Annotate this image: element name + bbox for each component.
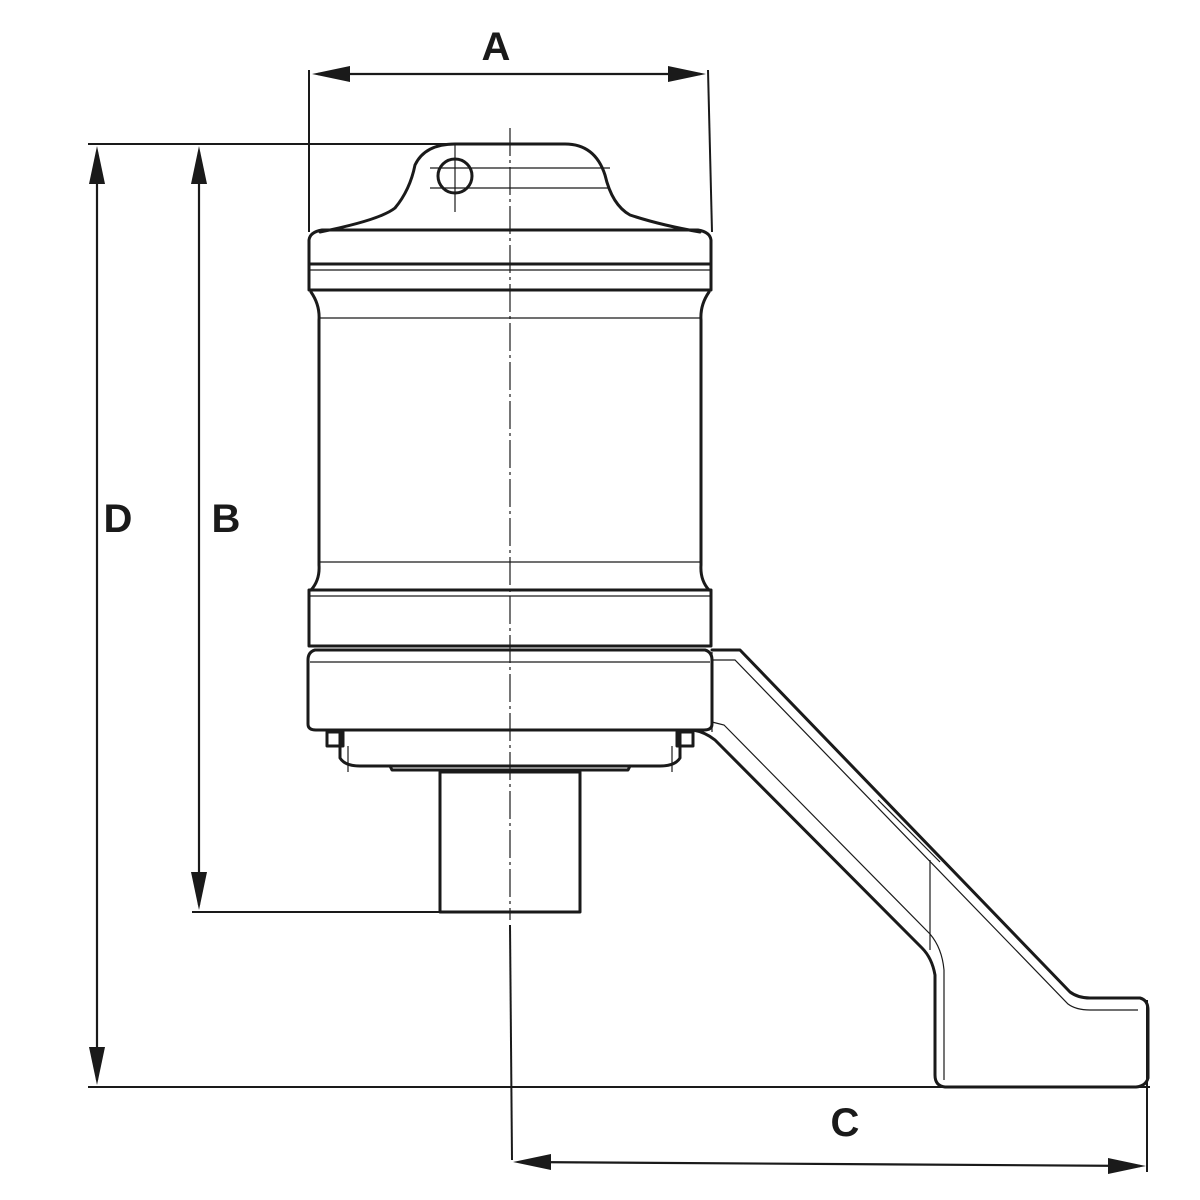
flange-bolt-right <box>675 730 695 748</box>
top-cap <box>307 228 713 292</box>
dimension-a-label: A <box>482 25 511 69</box>
dimension-b-arrow-bottom <box>191 872 207 910</box>
dimension-c-label: C <box>831 1101 860 1145</box>
dimension-b: B <box>191 146 440 913</box>
dimension-a-extension-right <box>707 69 713 233</box>
lower-ring <box>307 588 713 648</box>
flange-bolt-left <box>325 730 345 748</box>
bottom-flange <box>325 730 695 772</box>
dimension-a: A <box>308 25 713 233</box>
reaction-arm <box>691 648 1150 1089</box>
main-cylinder <box>309 290 711 592</box>
dimension-b-label: B <box>212 497 241 541</box>
dimension-d-arrow-bottom <box>89 1047 105 1085</box>
dimension-d-arrow-top <box>89 146 105 184</box>
dimension-c-extension-left <box>509 924 513 1161</box>
dimension-b-arrow-top <box>191 146 207 184</box>
lifting-eye <box>318 142 702 234</box>
dimension-c-line <box>519 1160 1141 1168</box>
dimension-c: C <box>509 924 1148 1174</box>
dimension-c-arrow-right <box>1108 1158 1146 1174</box>
dimension-d: D <box>88 143 1150 1088</box>
square-drive <box>438 770 582 914</box>
gearbox-housing <box>306 648 714 732</box>
dimension-a-arrow-left <box>312 66 350 82</box>
dimension-d-label: D <box>104 497 133 541</box>
tool-body <box>306 142 1150 1089</box>
dimension-a-arrow-right <box>668 66 706 82</box>
dimension-c-arrow-left <box>513 1154 551 1170</box>
